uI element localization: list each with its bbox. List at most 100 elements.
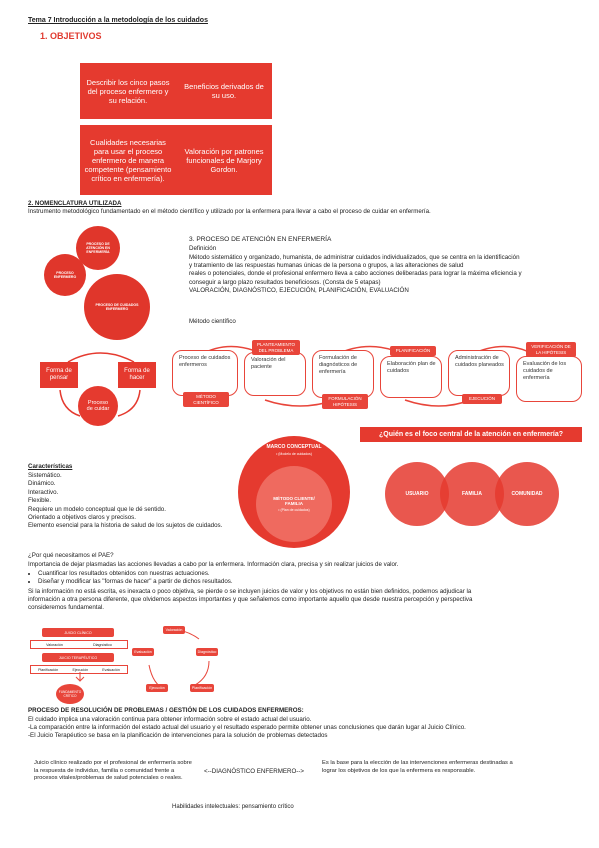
resolucion-line-1: El cuidado implica una valoración contin… — [28, 716, 312, 723]
mini-planificacion: Planificación — [38, 667, 59, 672]
porque-question: ¿Por qué necesitamos el PAE? — [28, 552, 114, 559]
pae-def-line-5: VALORACIÓN, DIAGNÓSTICO, EJECUCIÓN, PLAN… — [189, 286, 409, 294]
step-3-text: Formulación de diagnósticos de enfermerí… — [319, 355, 358, 375]
resolucion-line-3: -El Juicio Terapéutico se basa en la pla… — [28, 732, 328, 740]
porque-para-line-1: Si la información no está escrita, es in… — [28, 588, 472, 595]
step-2-text: Valoración del paciente — [251, 357, 286, 370]
proceso-cuidar-circle: Proceso de cuidar — [78, 386, 118, 426]
mini-cycle-valoracion: Valoración — [163, 626, 185, 634]
habilidades-text: Habilidades intelectuales: pensamiento c… — [172, 804, 294, 810]
foco-familia-label: FAMILIA — [462, 491, 482, 497]
step-1-tag: MÉTODO CIENTÍFICO — [183, 392, 229, 407]
foco-comunidad: COMUNIDAD — [495, 462, 559, 526]
porque-line1: Importancia de dejar plasmadas las accio… — [28, 561, 399, 568]
pae-def-line-4: conseguir a largo plazo resultados benef… — [189, 278, 381, 286]
objetivo-box-1: Describir los cinco pasos del proceso en… — [80, 63, 176, 119]
nomenclatura-heading: 2. NOMENCLATURA UTILIZADA — [28, 200, 122, 207]
resolucion-line-2: -La comparación entre la información del… — [28, 724, 466, 732]
marco-sub: • (Modelo de cuidados) — [276, 452, 312, 456]
pae-def-line-1: Método sistemático y organizado, humanis… — [189, 254, 520, 261]
diagnostico-center: <--DIAGNÓSTICO ENFERMERO--> — [204, 768, 305, 775]
mini-fundamento: FUNDAMENTO CRÍTICO — [56, 684, 84, 704]
pae-definition: Método sistemático y organizado, humanis… — [189, 254, 589, 295]
gear-1-label: PROCESO DE ATENCIÓN EN ENFERMERÍA — [86, 242, 110, 254]
mini-juicio-clinico: JUICIO CLÍNICO — [42, 628, 114, 637]
mini-diagnostico: Diagnóstico — [93, 642, 112, 647]
caracteristica-item: Interactivo. — [28, 488, 59, 496]
porque-bullet: Cuantificar los resultados obtenidos con… — [38, 570, 588, 578]
mini-cycle-diagnostico: Diagnóstico — [196, 648, 218, 656]
caracteristica-item: Requiere un modelo conceptual que le dé … — [28, 505, 166, 513]
forma-pensar-box: Forma de pensar — [40, 362, 78, 388]
objetivos-heading: 1. OBJETIVOS — [40, 31, 102, 41]
mini-terapeutico-row: Planificación Ejecución Evaluación — [30, 665, 128, 674]
diagnostico-left: Juicio clínico realizado por el profesio… — [34, 760, 192, 782]
gear-3-label: PROCESO DE CUIDADOS ENFERMERO — [95, 303, 139, 311]
gear-3: PROCESO DE CUIDADOS ENFERMERO — [84, 274, 150, 340]
step-5-text: Administración de cuidados planeados — [455, 355, 504, 368]
pae-metodo: Método científico — [189, 318, 236, 325]
marco-inner-title: MÉTODO CLIENTE/ FAMILIA — [273, 496, 315, 506]
page-title: Tema 7 Introducción a la metodología de … — [28, 17, 208, 24]
mini-juicio-terapeutico: JUICIO TERAPÉUTICO — [42, 653, 114, 662]
porque-paragraph: Si la información no está escrita, es in… — [28, 588, 593, 613]
caracteristica-item: Sistemático. — [28, 472, 62, 479]
porque-para-line-3: consideremos fundamental. — [28, 604, 105, 612]
mini-clinico-row: Valoración Diagnóstico — [30, 640, 128, 649]
proceso-cuidar-label: Proceso de cuidar — [86, 400, 110, 412]
porque-para-line-2: información a otra persona diferente, qu… — [28, 596, 473, 604]
foco-usuario: USUARIO — [385, 462, 449, 526]
step-5: Administración de cuidados planeados — [448, 350, 510, 396]
step-4-text: Elaboración plan de cuidados — [387, 361, 436, 374]
step-3: Formulación de diagnósticos de enfermerí… — [312, 350, 374, 398]
mini-arrow — [75, 672, 85, 682]
nomenclatura-text: Instrumento metodológico fundamentado en… — [28, 208, 431, 215]
gear-1: PROCESO DE ATENCIÓN EN ENFERMERÍA — [76, 226, 120, 270]
mini-cycle-evaluacion: Evaluación — [132, 648, 154, 656]
foco-familia: FAMILIA — [440, 462, 504, 526]
step-3-tag: FORMULACIÓN HIPÓTESIS — [322, 394, 368, 409]
pae-def-label: Definición — [189, 245, 217, 252]
caracteristica-item: Elemento esencial para la historia de sa… — [28, 522, 223, 530]
caracteristica-item: Dinámico. — [28, 480, 56, 488]
cycle-arrows — [59, 352, 141, 417]
caracteristicas-heading: Características — [28, 463, 73, 470]
gear-2-label: PROCESO ENFERMERO — [53, 271, 77, 279]
diagnostico-right: Es la base para la elección de las inter… — [322, 760, 513, 774]
marco-inner-sub: • (Plan de cuidados) — [278, 508, 310, 512]
foco-comunidad-label: COMUNIDAD — [511, 491, 543, 497]
porque-bullet: Diseñar y modificar las "formas de hacer… — [38, 578, 588, 586]
step-1-text: Proceso de cuidados enfermeros — [179, 355, 231, 368]
step-6-text: Evaluación de los cuidados de enfermería — [523, 361, 567, 381]
caracteristica-item: Flexible. — [28, 497, 52, 505]
forma-hacer-box: Forma de hacer — [118, 362, 156, 388]
objetivo-box-4: Valoración por patrones funcionales de M… — [176, 125, 272, 195]
mini-cycle-planificacion: Planificación — [190, 684, 214, 692]
resolucion-text: El cuidado implica una valoración contin… — [28, 716, 593, 741]
mini-cycle-ejecucion: Ejecución — [146, 684, 168, 692]
pae-def-line-2: y tratamiento de las respuestas humanas … — [189, 262, 464, 270]
foco-usuario-label: USUARIO — [405, 491, 429, 497]
step-2-tag: PLANTEAMIENTO DEL PROBLEMA — [252, 340, 300, 355]
step-4: Elaboración plan de cuidados — [380, 356, 442, 398]
marco-title: MARCO CONCEPTUAL — [266, 444, 322, 450]
metodo-cliente-circle: MÉTODO CLIENTE/ FAMILIA • (Plan de cuida… — [256, 466, 332, 542]
foco-question: ¿Quién es el foco central de la atención… — [360, 427, 582, 442]
objetivo-box-2: Beneficios derivados de su uso. — [176, 63, 272, 119]
mini-ejecucion: Ejecución — [72, 667, 89, 672]
objetivo-box-3: Cualidades necesarias para usar el proce… — [80, 125, 176, 195]
mini-valoracion: Valoración — [46, 642, 63, 647]
mini-evaluacion: Evaluación — [102, 667, 120, 672]
porque-bullets: Cuantificar los resultados obtenidos con… — [28, 570, 588, 586]
step-4-tag: PLANIFICACIÓN — [390, 346, 436, 356]
step-5-tag: EJECUCIÓN — [462, 394, 502, 404]
pae-def-line-3: reales o potenciales, donde el profesion… — [189, 270, 522, 278]
resolucion-heading: PROCESO DE RESOLUCIÓN DE PROBLEMAS / GES… — [28, 707, 304, 714]
caracteristica-item: Orientado a objetivos claros y precisos. — [28, 514, 136, 522]
step-6-tag: VERIFICACIÓN DE LA HIPÓTESIS — [526, 342, 576, 357]
pae-heading: 3. PROCESO DE ATENCIÓN EN ENFERMERÍA — [189, 236, 332, 243]
step-1: Proceso de cuidados enfermeros — [172, 350, 238, 396]
step-2: Valoración del paciente — [244, 352, 306, 396]
gear-2: PROCESO ENFERMERO — [44, 254, 86, 296]
step-6: Evaluación de los cuidados de enfermería — [516, 356, 582, 402]
